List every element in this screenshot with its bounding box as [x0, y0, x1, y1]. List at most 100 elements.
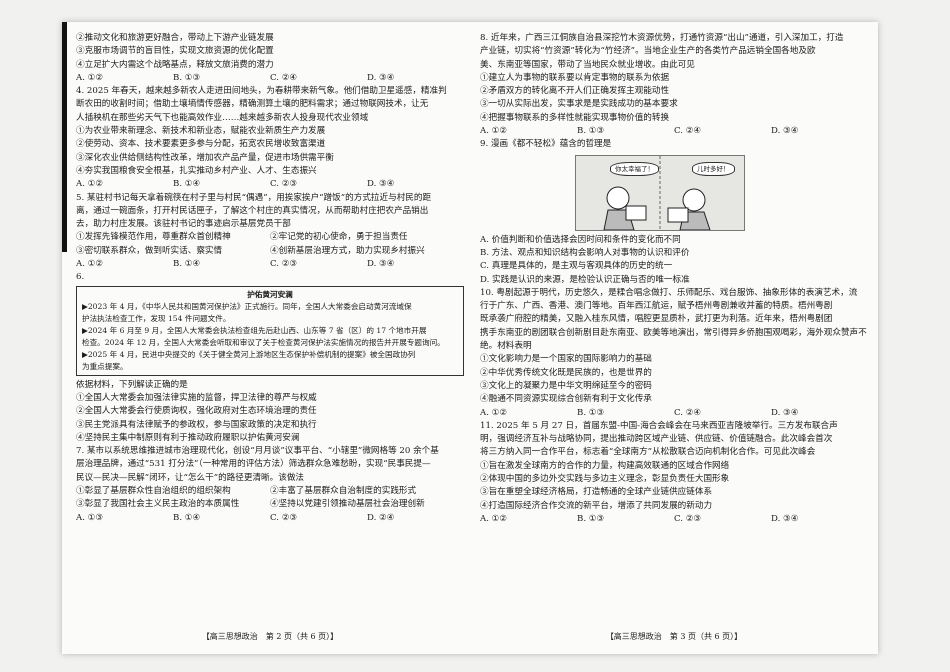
option[interactable]: D. ③④ [367, 179, 395, 190]
text-line: 民议—民决—民解”闭环，让“怎么干”的路径更清晰。该做法 [76, 472, 305, 483]
right-column: 8. 近年来，广西三江侗族自治县深挖竹木资源优势，打通竹资源“出山”通道，引入深… [480, 32, 868, 526]
option[interactable]: B. ①④ [173, 179, 201, 190]
text-line: 4. 2025 年春天，越来越多新农人走进田间地头，为春耕带来新气象。他们借助卫… [76, 86, 447, 97]
text-line: ③文化上的凝聚力是中华文明绵延至今的密码 [480, 380, 652, 391]
text-line: 人插秧机在那些劣天气下也能高效作业……越来越多新农人投身现代农业领域 [76, 112, 369, 123]
q10-options: A. ①② B. ①③ C. ②④ D. ③④ [480, 407, 868, 420]
option[interactable]: C. ②④ [674, 126, 702, 137]
q5-options: A. ①② B. ①④ C. ②③ D. ③④ [76, 258, 464, 271]
text-line: 将三方纳入同一合作平台，标志着“全球南方”从松散联合迈向机制化合作。可见此次峰会 [480, 447, 816, 458]
item: ①彰显了基层群众性自治组织的组织架构 [76, 486, 231, 497]
option[interactable]: D. ③④ [367, 72, 395, 83]
option[interactable]: A. ①② [76, 72, 104, 83]
box-line: ▶2023 年 4 月，《中华人民共和国黄河保护法》正式施行。同年，全国人大常委… [82, 301, 412, 311]
option[interactable]: A. ①② [76, 179, 104, 190]
text-line: 11. 2025 年 5 月 27 日，首届东盟-中国-海合会峰会在马来西亚吉隆… [480, 420, 838, 431]
q5-items: ①发挥先锋模范作用，尊重群众首创精神 ②牢记党的初心使命，勇于担当责任 [76, 231, 464, 244]
text-line: ②推动文化和旅游更好融合，带动上下游产业链发展 [76, 33, 274, 43]
option[interactable]: D. ②④ [367, 512, 395, 523]
option[interactable]: A. ①② [480, 407, 508, 418]
item: ④创新基层治理方式，助力实现乡村振兴 [270, 245, 425, 256]
text-line: ②体现中国的多边外交实践与多边主义理念，彰显负责任大国形象 [480, 474, 730, 485]
item: ③密切联系群众，做到听实话、察实情 [76, 245, 223, 256]
text-line: ④融通不同资源实现综合创新有利于文化传承 [480, 394, 652, 405]
option[interactable]: C. ②③ [674, 513, 702, 524]
text-line: ③一切从实际出发，实事求是是实践成功的基本要求 [480, 99, 678, 110]
text-line: ②全国人大常委会行使质询权，强化政府对生态环境治理的责任 [76, 406, 317, 417]
option[interactable]: D. ③④ [367, 259, 395, 270]
text-line: ④夯实我国粮食安全根基，扎实推动乡村产业、人才、生态振兴 [76, 165, 317, 176]
option[interactable]: C. ②③ [270, 259, 298, 270]
text-line: 携手东南亚的剧团联合创新剧目赴东南亚、欧美等地演出，常引得异乡侨胞围观喝彩，海外… [480, 327, 867, 338]
page-footer-right: 【高三思想政治 第 3 页（共 6 页）】 [605, 632, 743, 641]
option[interactable]: B. ①④ [173, 512, 201, 523]
speech-bubble-right: 儿时多好！ [692, 161, 735, 176]
q8-options: A. ①② B. ①③ C. ②④ D. ③④ [480, 125, 868, 138]
text-line: ①全国人大常委会加强法律实施的监督，捍卫法律的尊严与权威 [76, 392, 317, 403]
text-line: B. 方法、观点和知识结构会影响人对事物的认识和评价 [480, 247, 690, 258]
text-line: ①为农业带来新理念、新技术和新业态，赋能农业新质生产力发展 [76, 126, 326, 137]
text-line: ③旨在重塑全球经济格局，打造畅通的全球产业链供应链体系 [480, 487, 713, 498]
option[interactable]: B. ①③ [173, 72, 201, 83]
text-line: ③民主党派具有法律赋予的参政权，参与国家政策的决定和执行 [76, 419, 317, 430]
box-title: 护佑黄河安澜 [247, 289, 293, 299]
option[interactable]: D. ③④ [771, 126, 799, 137]
box-line: ▶2024 年 6 月至 9 月，全国人大常委会执法检查组先后赴山西、山东等 7… [82, 325, 427, 335]
text-line: 断农田的收割时间；借助土壤墒情传感器，精确测算土壤的肥料需求；通过物联网技术，让… [76, 99, 429, 110]
text-line: 绝。材料表明 [480, 341, 532, 352]
q3-options: A. ①② B. ①③ C. ②④ D. ③④ [76, 72, 464, 85]
text-line: ④坚持民主集中制原则有利于推动政府履职以护佑黄河安澜 [76, 432, 300, 443]
page-footer-left: 【高三思想政治 第 2 页（共 6 页）】 [201, 632, 339, 641]
text-line: ③克服市场调节的盲目性，实现文旅资源的优化配置 [76, 46, 274, 57]
text-line: ③深化农业供给侧结构性改革，增加农产品产量，促进市场供需平衡 [76, 152, 334, 163]
speech-bubble-left: 你太幸福了！ [610, 161, 659, 176]
text-line: A. 价值判断和价值选择会因时间和条件的变化而不同 [480, 234, 681, 245]
text-line: D. 实践是认识的来源，是检验认识正确与否的唯一标准 [480, 274, 690, 285]
text-line: 8. 近年来，广西三江侗族自治县深挖竹木资源优势，打通竹资源“出山”通道，引入深… [480, 33, 844, 43]
item: ②丰富了基层群众自治制度的实践形式 [270, 486, 417, 497]
text-line: 7. 某市以系统思维推进城市治理现代化，创设“月月谈”议事平台、“小辖里”微网格… [76, 446, 439, 457]
cartoon-image: 你太幸福了！ 儿时多好！ [575, 154, 745, 231]
option[interactable]: D. ③④ [771, 407, 799, 418]
option[interactable]: A. ①② [480, 126, 508, 137]
option[interactable]: C. ②③ [270, 512, 298, 523]
option[interactable]: A. ①② [480, 513, 508, 524]
item: ②牢记党的初心使命，勇于担当责任 [270, 232, 408, 243]
text-line: ②使劳动、资本、技术要素更多参与分配，拓宽农民增收致富渠道 [76, 139, 326, 150]
box-line: 检查。2024 年 12 月，全国人大常委会听取和审议了关于检查黄河保护法实施情… [82, 337, 445, 347]
option[interactable]: C. ②③ [270, 179, 298, 190]
option[interactable]: B. ①④ [173, 259, 201, 270]
item: ③彰显了我国社会主义民主政治的本质属性 [76, 499, 240, 510]
option[interactable]: B. ①③ [577, 513, 605, 524]
text-line: 去，助力村庄发展。该驻村书记的事迹启示基层党员干部 [76, 219, 291, 230]
binding-edge [62, 22, 67, 252]
item: ①发挥先锋模范作用，尊重群众首创精神 [76, 232, 231, 243]
box-line: 为重点提案。 [82, 361, 128, 371]
option[interactable]: B. ①③ [577, 407, 605, 418]
option[interactable]: C. ②④ [270, 72, 298, 83]
text-line: C. 真理是具体的，是主观与客观具体的历史的统一 [480, 261, 673, 272]
option[interactable]: A. ①③ [76, 512, 104, 523]
text-line: ④把握事物联系的多样性就能实现事物价值的转换 [480, 112, 670, 123]
q7-items: ①彰显了基层群众性自治组织的组织架构 ②丰富了基层群众自治制度的实践形式 [76, 485, 464, 498]
exam-sheet: ②推动文化和旅游更好融合，带动上下游产业链发展 ③克服市场调节的盲目性，实现文旅… [62, 22, 878, 654]
q7-items: ③彰显了我国社会主义民主政治的本质属性 ④坚持以党建引领推动基层社会治理创新 [76, 498, 464, 511]
text-line: 行于广东、广西、香港、澳门等地。百年西江航运，赋予梧州粤剧兼收并蓄的特质。梧州粤… [480, 301, 833, 312]
text-line: 美、东南亚等国家，带动了当地民众就业增收。由此可见 [480, 59, 695, 70]
option[interactable]: A. ①② [76, 259, 104, 270]
text-line: 依据材料，下列解读正确的是 [76, 379, 188, 390]
q11-options: A. ①② B. ①③ C. ②③ D. ③④ [480, 513, 868, 526]
q5-items: ③密切联系群众，做到听实话、察实情 ④创新基层治理方式，助力实现乡村振兴 [76, 245, 464, 258]
material-box: 护佑黄河安澜 ▶2023 年 4 月，《中华人民共和国黄河保护法》正式施行。同年… [76, 285, 464, 376]
text-line: 既承袭广府腔的精美，又融入桂东风情，唱腔更显质朴，武打更为利落。近年来，梧州粤剧… [480, 314, 833, 325]
text-line: ①旨在激发全球南方的合作的力量，构建高效联通的区域合作网络 [480, 460, 730, 471]
text-line: ①建立人为事物的联系要以肯定事物的联系为依据 [480, 72, 670, 83]
option[interactable]: C. ②④ [674, 407, 702, 418]
box-line: 护法执法检查工作，发现 154 件问题文件。 [82, 313, 231, 323]
question-number: 6. [76, 272, 85, 283]
option[interactable]: B. ①③ [577, 126, 605, 137]
option[interactable]: D. ③④ [771, 513, 799, 524]
text-line: 5. 某驻村书记每天拿着碗筷在村子里与村民“偶遇”，用挨家挨户“蹭饭”的方式拉近… [76, 192, 432, 203]
text-line: 产业链，切实将“竹资源”转化为“竹经济”。当地企业生产的各类竹产品远销全国各地及… [480, 46, 816, 57]
text-line: ④立足扩大内需这个战略基点，释放文旅消费的潜力 [76, 59, 274, 70]
